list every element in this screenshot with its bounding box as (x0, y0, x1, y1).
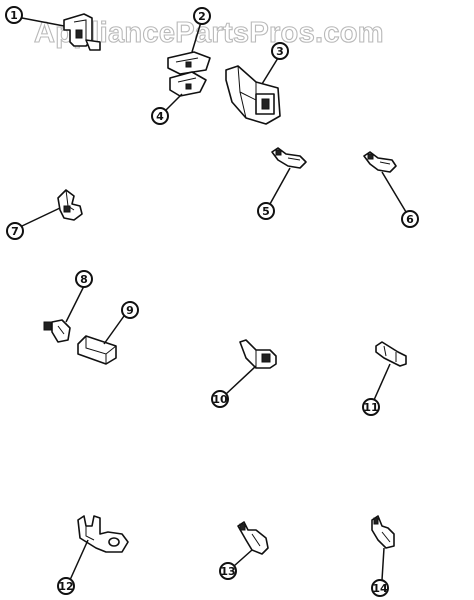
svg-text:11: 11 (363, 401, 378, 414)
svg-text:5: 5 (262, 205, 270, 218)
callout-9: 9 (121, 301, 139, 319)
callout-5: 5 (257, 202, 275, 220)
part-3-drawing (225, 65, 281, 125)
callout-11: 11 (362, 398, 380, 416)
callout-13: 13 (219, 562, 237, 580)
callout-14: 14 (371, 579, 389, 597)
part-6-drawing (363, 151, 397, 173)
svg-text:6: 6 (406, 213, 414, 226)
part-1-drawing (63, 13, 101, 51)
svg-text:12: 12 (58, 580, 73, 593)
svg-text:9: 9 (126, 304, 134, 317)
callout-2: 2 (193, 7, 211, 25)
svg-text:3: 3 (276, 45, 284, 58)
svg-text:7: 7 (11, 225, 19, 238)
part-10-drawing (239, 339, 277, 369)
callout-6: 6 (401, 210, 419, 228)
part-12-drawing (77, 515, 129, 553)
callout-12: 12 (57, 577, 75, 595)
svg-text:1: 1 (10, 9, 18, 22)
callout-1: 1 (5, 6, 23, 24)
callout-3: 3 (271, 42, 289, 60)
part-8-drawing (43, 319, 71, 343)
part-14-drawing (371, 515, 395, 549)
part-2-drawing (167, 51, 211, 75)
part-13-drawing (237, 521, 269, 555)
part-11-drawing (375, 341, 407, 367)
svg-text:4: 4 (156, 110, 164, 123)
svg-text:8: 8 (80, 273, 88, 286)
svg-text:2: 2 (198, 10, 206, 23)
part-9-drawing (77, 335, 117, 365)
svg-text:13: 13 (220, 565, 235, 578)
callout-10: 10 (211, 390, 229, 408)
callout-4: 4 (151, 107, 169, 125)
svg-text:10: 10 (212, 393, 228, 406)
callout-7: 7 (6, 222, 24, 240)
part-5-drawing (271, 147, 307, 169)
part-4-drawing (169, 71, 207, 97)
callout-8: 8 (75, 270, 93, 288)
svg-text:14: 14 (372, 582, 388, 595)
part-7-drawing (57, 189, 83, 221)
